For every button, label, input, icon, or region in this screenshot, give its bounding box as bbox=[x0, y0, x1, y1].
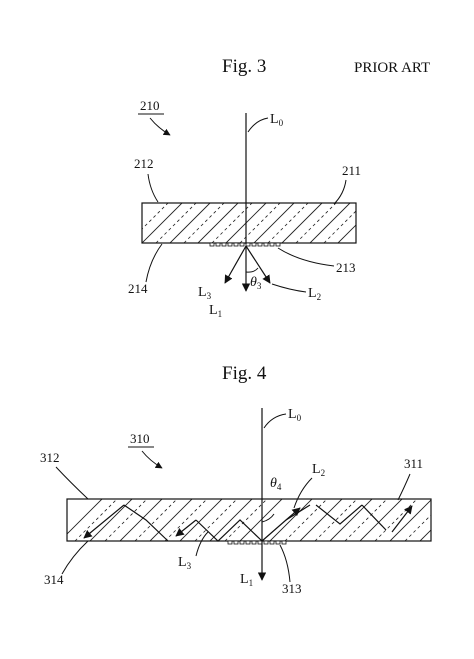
fig4-ref-310: 310 bbox=[130, 431, 150, 446]
fig3-label-l3: L3 bbox=[198, 285, 212, 301]
fig4-ray-right-arrow-1 bbox=[285, 507, 301, 521]
fig3-214-leader bbox=[145, 243, 163, 283]
fig3-beam-l3 bbox=[224, 245, 247, 284]
fig3-plate bbox=[141, 202, 357, 244]
fig4-ref-arrow bbox=[141, 450, 163, 469]
fig3-211-leader bbox=[333, 179, 347, 205]
fig4-angle-arc bbox=[261, 513, 275, 523]
fig3-ref-214: 214 bbox=[128, 281, 148, 296]
fig4-312-leader bbox=[55, 466, 89, 500]
fig4-label-theta4: θ4 bbox=[270, 476, 282, 492]
fig3-label-theta3: θ3 bbox=[250, 275, 262, 291]
fig3-label-l1: L1 bbox=[209, 303, 222, 319]
fig4-ray-left-arrow-1 bbox=[175, 519, 197, 537]
fig4-ref-312: 312 bbox=[40, 450, 60, 465]
fig4-label-l3: L3 bbox=[178, 555, 192, 571]
fig4-ref-314: 314 bbox=[44, 572, 64, 587]
fig3-angle-arc bbox=[245, 267, 259, 273]
fig4-l3-leader bbox=[195, 531, 209, 557]
fig4-ray-left-1 bbox=[195, 519, 263, 542]
fig4-ray-left-arrow-2 bbox=[83, 504, 125, 539]
fig3-ref-212: 212 bbox=[134, 156, 154, 171]
fig4-311-leader bbox=[397, 473, 411, 501]
fig3-grating bbox=[209, 242, 281, 247]
fig4-ray-right-arrow-2 bbox=[391, 505, 413, 533]
fig3-ref-arrow bbox=[149, 117, 171, 136]
fig4-313-leader bbox=[279, 544, 291, 583]
fig4-l0-leader bbox=[263, 413, 287, 429]
fig3-label-l0: L0 bbox=[270, 112, 284, 128]
figure-4: Fig. 4 310 bbox=[40, 363, 432, 596]
figure-3: Fig. 3 PRIOR ART 210 bbox=[128, 56, 430, 319]
fig3-212-leader bbox=[147, 173, 159, 203]
fig3-ref-210: 210 bbox=[140, 98, 160, 113]
fig3-ref-213: 213 bbox=[336, 260, 356, 275]
fig3-title: Fig. 3 bbox=[222, 56, 266, 77]
fig4-ray-right-2 bbox=[315, 504, 363, 525]
fig3-plate-hatching bbox=[142, 203, 356, 243]
prior-art-label: PRIOR ART bbox=[354, 60, 430, 76]
fig4-l2-leader bbox=[293, 477, 313, 509]
fig4-ray-left-2 bbox=[123, 504, 169, 542]
fig3-213-leader bbox=[277, 247, 335, 267]
fig3-ref-211: 211 bbox=[342, 163, 361, 178]
fig4-ref-313: 313 bbox=[282, 581, 302, 596]
fig3-l2-leader bbox=[271, 283, 307, 293]
fig4-ray-right-3 bbox=[361, 504, 387, 531]
fig3-plate-outline bbox=[141, 202, 357, 244]
fig4-title: Fig. 4 bbox=[222, 363, 267, 384]
fig4-label-l2: L2 bbox=[312, 462, 325, 478]
fig4-ref-311: 311 bbox=[404, 456, 423, 471]
fig4-label-l1: L1 bbox=[240, 572, 253, 588]
fig3-l0-leader bbox=[247, 117, 269, 133]
fig4-grating bbox=[227, 540, 287, 545]
fig4-guided-rays bbox=[83, 504, 413, 542]
fig3-label-l2: L2 bbox=[308, 286, 321, 302]
fig4-label-l0: L0 bbox=[288, 407, 302, 423]
fig4-314-leader bbox=[61, 540, 89, 575]
fig3-beam-l2 bbox=[245, 245, 271, 284]
